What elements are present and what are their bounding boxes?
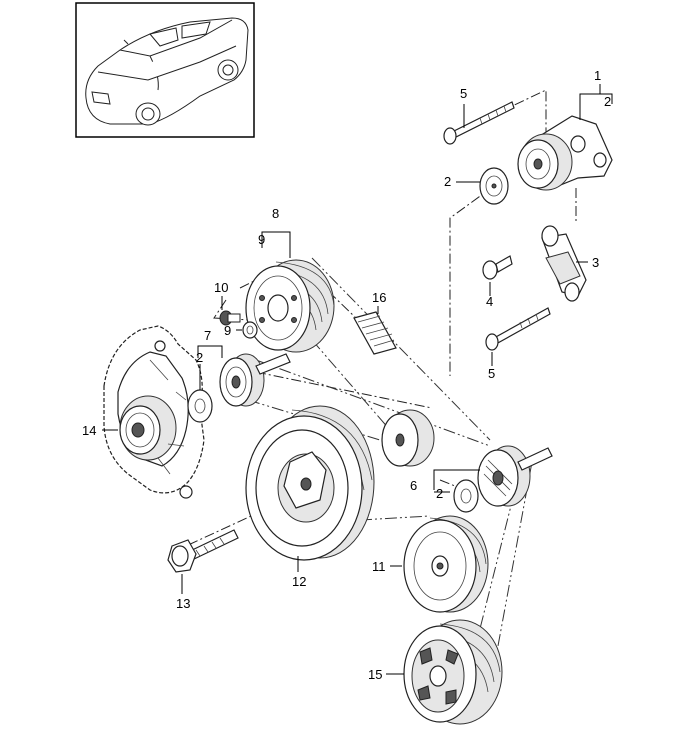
housing-pulley: [119, 395, 177, 461]
part-1-tensioner: [517, 115, 613, 191]
part-2-cover: [479, 167, 509, 205]
part-13-bolt: [167, 529, 239, 573]
callout-8: 8: [272, 206, 279, 221]
part-16-belt-segment: [353, 311, 397, 355]
callout-6: 6: [410, 478, 417, 493]
callout-5-lower: 5: [488, 366, 495, 381]
part-8-upper-pulley: [245, 259, 335, 353]
callout-9-pulley: 9: [258, 232, 265, 247]
callout-2-lower: 2: [436, 486, 443, 501]
smooth-idler-pulley: [381, 409, 435, 467]
callout-16: 16: [372, 290, 386, 305]
callout-4: 4: [486, 294, 493, 309]
part-7-idler-pulley: [187, 353, 291, 423]
callout-13: 13: [176, 596, 190, 611]
part-9-washer: [242, 321, 258, 339]
callout-12: 12: [292, 574, 306, 589]
callout-10: 10: [214, 280, 228, 295]
callout-1: 1: [594, 68, 601, 83]
part-12-crankshaft-pulley: [245, 405, 375, 561]
part-4-bolt: [482, 255, 513, 280]
callout-14: 14: [82, 423, 96, 438]
part-10-bolt: [219, 310, 241, 326]
part-14-housing: [103, 325, 205, 499]
callout-9-washer: 9: [224, 323, 231, 338]
callout-2-idler: 2: [196, 350, 203, 365]
part-3-damper: [541, 225, 587, 302]
part-5-bolt-lower: [485, 307, 551, 351]
car-illustration: [85, 17, 249, 126]
part-11-pulley: [403, 515, 489, 613]
leader-lines: [102, 84, 613, 675]
part-15-clutch-pulley: [403, 619, 503, 725]
callout-15: 15: [368, 667, 382, 682]
callout-5-upper: 5: [460, 86, 467, 101]
vehicle-thumbnail: [75, 2, 255, 138]
part-6-idler-pulley: [453, 445, 553, 513]
callout-3: 3: [592, 255, 599, 270]
callout-labels: 1 2 5 2 3 4 5 8 9 16 10 9 7 2 14 6 2 12 …: [82, 68, 611, 682]
callout-2-cover: 2: [444, 174, 451, 189]
callout-7: 7: [204, 328, 211, 343]
callout-11: 11: [372, 559, 386, 574]
callout-2-tensioner: 2: [604, 94, 611, 109]
part-5-bolt-upper: [443, 101, 515, 145]
